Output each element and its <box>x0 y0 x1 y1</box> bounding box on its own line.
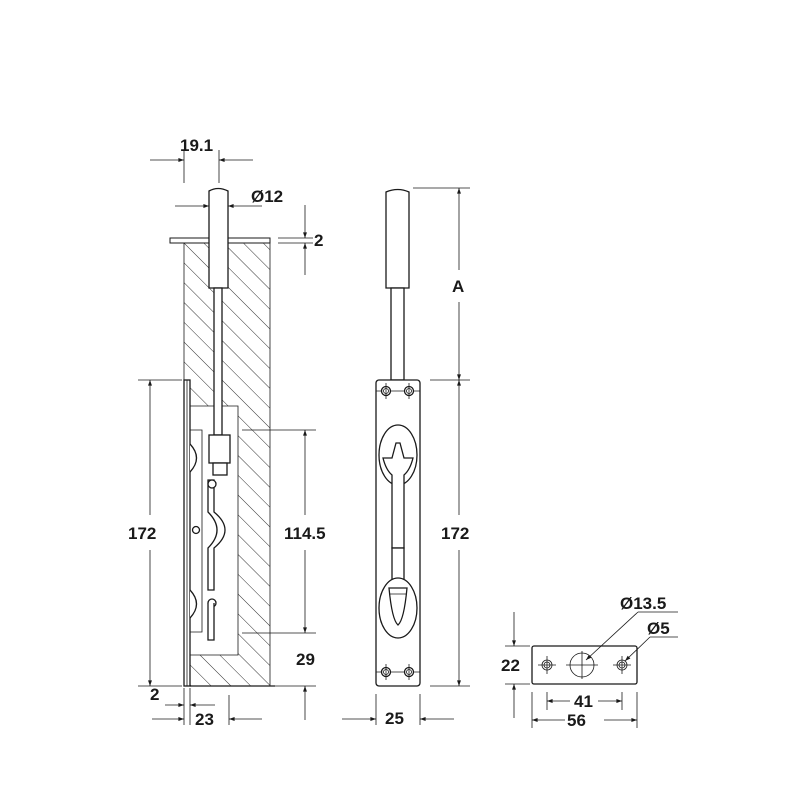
label-114-5: 114.5 <box>284 524 326 543</box>
dim-114-5: 114.5 <box>242 429 326 634</box>
bolt-shank <box>390 287 405 381</box>
label-diameter-5: Ø5 <box>647 619 670 638</box>
dim-flange-2: 2 <box>278 205 323 275</box>
keeper-left-hole <box>538 656 556 674</box>
keeper-plate-view: Ø13.5 Ø5 22 41 <box>501 594 678 730</box>
dim-41: 41 <box>546 692 623 711</box>
dim-172-left: 172 <box>128 379 182 687</box>
door-section-hatch <box>183 243 275 687</box>
label-flange-2: 2 <box>314 231 323 250</box>
label-19-1: 19.1 <box>180 136 213 155</box>
label-29: 29 <box>296 650 315 669</box>
dim-diameter-13-5: Ø13.5 <box>585 594 678 661</box>
bottom-screw-holes <box>376 664 420 680</box>
label-plate-2: 2 <box>150 685 159 704</box>
dim-25: 25 <box>342 694 454 728</box>
dim-56: 56 <box>531 692 638 730</box>
dim-a: A <box>413 187 470 381</box>
dim-diameter-12: Ø12 <box>175 187 283 208</box>
label-41: 41 <box>574 692 593 711</box>
label-a: A <box>452 277 464 296</box>
label-56: 56 <box>567 711 586 730</box>
label-172-right: 172 <box>441 524 469 543</box>
dim-diameter-5: Ø5 <box>624 619 678 662</box>
label-diameter-13-5: Ø13.5 <box>620 594 666 613</box>
dim-29: 29 <box>275 650 316 720</box>
dim-19-1: 19.1 <box>150 136 253 183</box>
face-plate <box>183 379 191 687</box>
label-23: 23 <box>195 710 214 729</box>
bolt-head <box>385 188 410 289</box>
lever-mechanism <box>189 429 226 641</box>
top-screw-holes <box>376 383 420 399</box>
label-172-left: 172 <box>128 524 156 543</box>
label-22: 22 <box>501 656 520 675</box>
side-section-view: 19.1 Ø12 2 172 <box>128 136 326 729</box>
keeper-right-hole <box>613 656 631 674</box>
bolt-rod <box>208 187 231 476</box>
dim-23: 23 <box>152 695 262 729</box>
label-25: 25 <box>385 709 404 728</box>
label-diameter-12: Ø12 <box>251 187 283 206</box>
front-view: A 172 25 <box>342 187 470 728</box>
keeper-center-hole <box>566 651 598 679</box>
dim-172-right: 172 <box>430 379 470 687</box>
dim-22: 22 <box>501 612 530 718</box>
